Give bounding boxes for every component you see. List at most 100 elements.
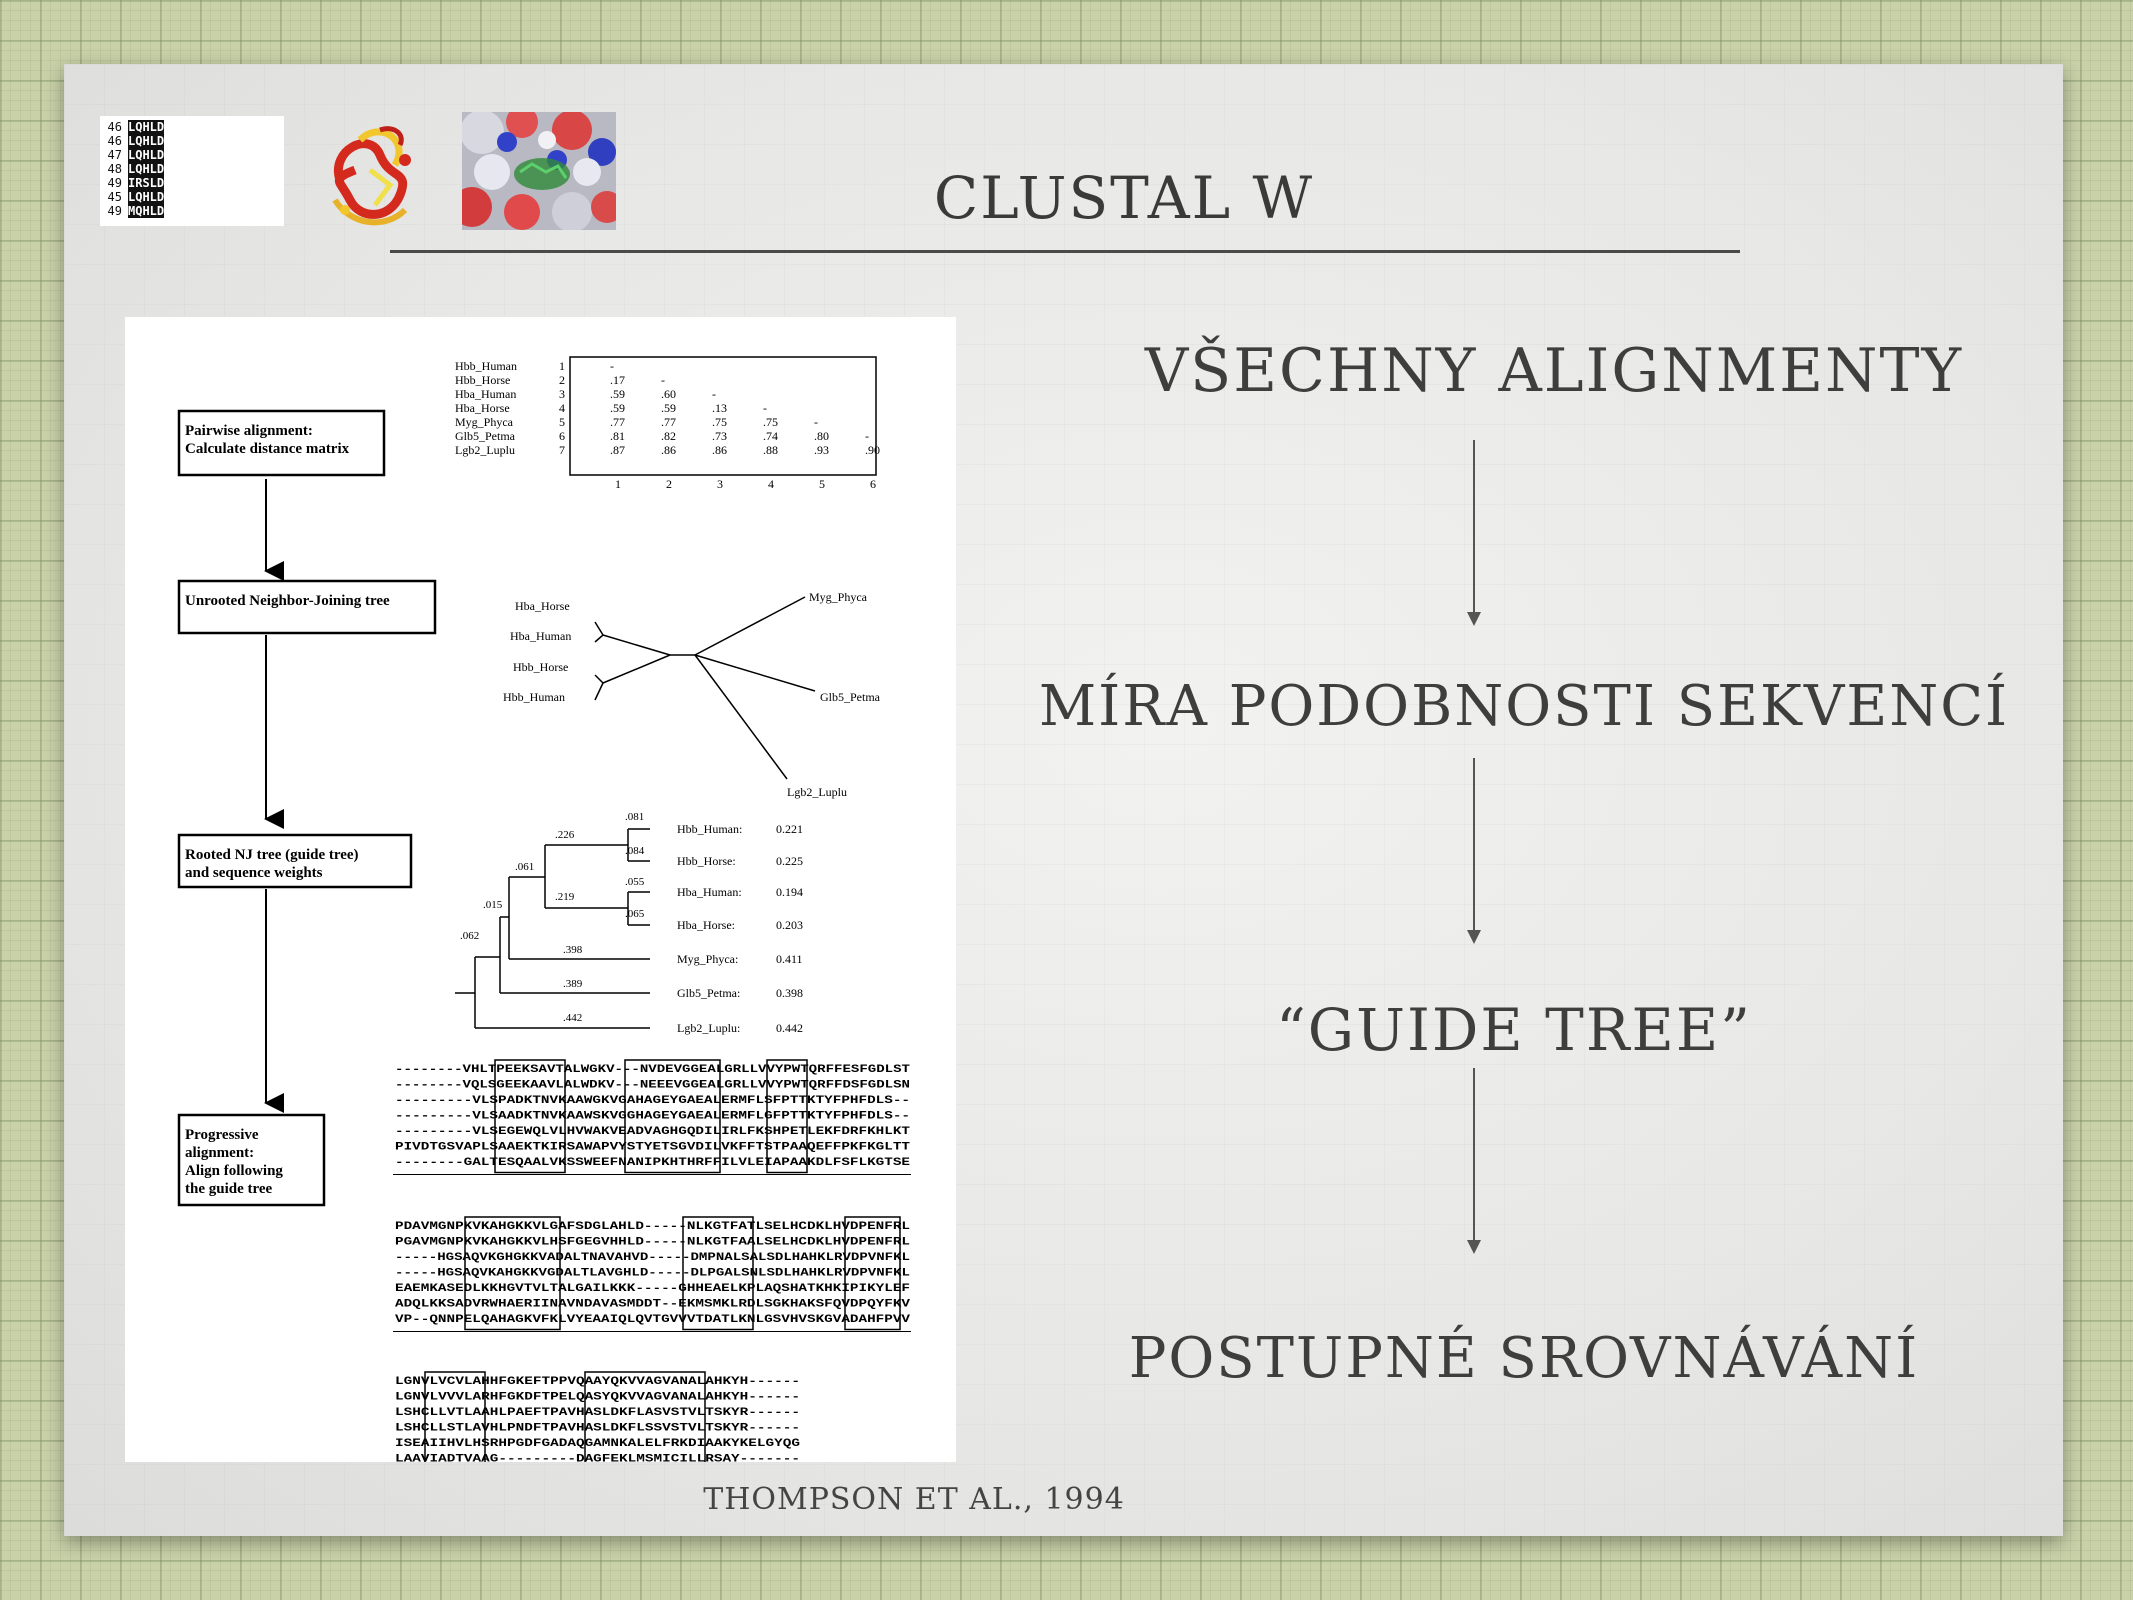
rooted-leaf-weight: 0.411 [776,952,803,966]
branch-length-label: .226 [555,829,575,841]
method-step-label: alignment: [185,1145,254,1161]
branch-length-label: .219 [555,891,575,903]
unrooted-leaf-label: Hbb_Horse [513,660,568,674]
matrix-row-label: Lgb2_Luplu [455,443,515,457]
citation: THOMPSON ET AL., 1994 [703,1482,1125,1517]
unrooted-leaf-label: Myg_Phyca [809,590,868,604]
rooted-leaf-weight: 0.398 [776,986,803,1000]
molecular-surface-image [462,112,616,230]
title-underline [390,250,1740,253]
thumbnail-sequence: LQHLD [128,148,165,162]
step-sequence-similarity: MÍRA PODOBNOSTI SEKVENCÍ [1038,674,2010,739]
matrix-cell: .77 [661,415,676,429]
matrix-col-index: 4 [768,477,774,491]
matrix-cell: - [814,415,818,429]
tree-branch [694,654,788,780]
tree-branch [594,621,604,636]
matrix-col-index: 6 [870,477,876,491]
matrix-row-label: Hbb_Horse [455,373,510,387]
branch-length-label: .442 [563,1012,582,1024]
matrix-row-label: Hbb_Human [455,359,517,373]
matrix-cell: .80 [814,429,829,443]
conserved-region-box [624,1059,721,1174]
thumbnail-position: 45 [107,190,122,204]
branch-length-label: .061 [515,861,534,873]
alignment-row: VP--QNNPELQAHAGKVFKLVYEAAIQLQVTGVVVTDATL… [395,1314,910,1326]
alignment-row: LSHCLLSTLAVHLPNDFTPAVHASLDKFLSSVSTVLTSKY… [395,1423,800,1435]
step-arrow-down [1464,1068,1484,1254]
clustalw-method-figure: Pairwise alignment:Calculate distance ma… [125,317,956,1462]
alignment-row: ---------VLSAADKTNVKAAWSKVGGHAGEYGAEALER… [395,1111,910,1123]
alignment-row: LSHCLLVTLAAHLPAEFTPAVHASLDKFLASVSTVLTSKY… [395,1407,800,1419]
matrix-frame [569,356,877,476]
matrix-row-index: 6 [559,429,565,443]
matrix-cell: .81 [610,429,625,443]
matrix-row-index: 7 [559,443,565,457]
alignment-row: ---------VLSEGEWQLVLHVWAKVEADVAGHGQDILIR… [395,1126,910,1138]
matrix-col-index: 2 [666,477,672,491]
alignment-row: ADQLKKSADVRWHAERIINAVNDAVASMDDT--EKMSMKL… [395,1299,910,1311]
rooted-leaf-label: Lgb2_Luplu: [677,1021,740,1035]
step-guide-tree: “GUIDE TREE” [1276,996,1752,1064]
method-step-box [177,409,386,477]
matrix-cell: .87 [610,443,625,457]
matrix-col-index: 1 [615,477,621,491]
matrix-row-label: Hba_Horse [455,401,510,415]
unrooted-leaf-label: Lgb2_Luplu [787,785,847,799]
rooted-leaf-label: Hbb_Horse: [677,854,736,868]
thumbnail-position: 49 [107,176,122,190]
rooted-leaf-weight: 0.203 [776,918,803,932]
method-step-label: Rooted NJ tree (guide tree) [185,847,359,863]
conserved-region-box [844,1216,901,1331]
matrix-col-index: 5 [819,477,825,491]
protein-ribbon-image [310,110,430,240]
matrix-cell: .90 [865,443,880,457]
alignment-row: PGAVMGNPKVKAHGKKVLHSFGEGVHHLD-----NLKGTF… [395,1237,910,1249]
matrix-row-index: 3 [559,387,565,401]
alignment-row: --------VHLTPEEKSAVTALWGKV---NVDEVGGEALG… [395,1064,910,1076]
matrix-cell: .75 [712,415,727,429]
tree-branch [594,634,604,643]
matrix-cell: - [763,401,767,415]
alignment-row: EAEMKASEDLKKHGVTVLTALGAILKKK-----GHHEAEL… [395,1283,910,1295]
thumbnail-alignment-row: 47 LQHLD [100,148,284,162]
thumbnail-position: 46 [107,134,122,148]
matrix-cell: .86 [661,443,676,457]
conserved-region-box [424,1371,486,1462]
rooted-leaf-weight: 0.221 [776,822,803,836]
thumbnail-position: 47 [107,148,122,162]
matrix-cell: .17 [610,373,625,387]
unrooted-leaf-label: Hba_Horse [515,599,570,613]
branch-length-label: .055 [625,876,645,888]
conserved-region-box [766,1059,808,1174]
unrooted-leaf-label: Hba_Human [510,629,571,643]
alignment-row: LGNVLVVVLARHFGKDFTPELQASYQKVVAGVANALAHKY… [395,1392,800,1404]
step-progressive-alignment: POSTUPNÉ SROVNÁVÁNÍ [1128,1326,1920,1391]
matrix-cell: .59 [610,401,625,415]
thumbnail-position: 46 [107,120,122,134]
matrix-row-label: Hba_Human [455,387,516,401]
matrix-row-index: 4 [559,401,565,415]
alignment-row: ISEAIIHVLHSRHPGDFGADAQGAMNKALELFRKDIAAKY… [395,1438,800,1450]
tree-branch [694,654,816,692]
rooted-leaf-label: Myg_Phyca: [677,952,738,966]
matrix-cell: - [610,359,614,373]
method-step-label: Align following [185,1163,283,1179]
alignment-row: ---------VLSPADKTNVKAAWGKVGAHAGEYGAEALER… [395,1095,910,1107]
matrix-cell: .59 [610,387,625,401]
tree-branch [694,596,806,656]
matrix-cell: - [865,429,869,443]
matrix-row-index: 1 [559,359,565,373]
conserved-region-box [682,1216,754,1331]
branch-length-label: .015 [483,899,503,911]
tree-branch [594,674,604,684]
unrooted-leaf-label: Glb5_Petma [820,690,881,704]
thumbnail-sequence: MQHLD [128,204,165,218]
alignment-row: PDAVMGNPKVKAHGKKVLGAFSDGLAHLD-----NLKGTF… [395,1221,910,1233]
rooted-leaf-label: Hba_Human: [677,885,742,899]
rooted-leaf-label: Hbb_Human: [677,822,742,836]
